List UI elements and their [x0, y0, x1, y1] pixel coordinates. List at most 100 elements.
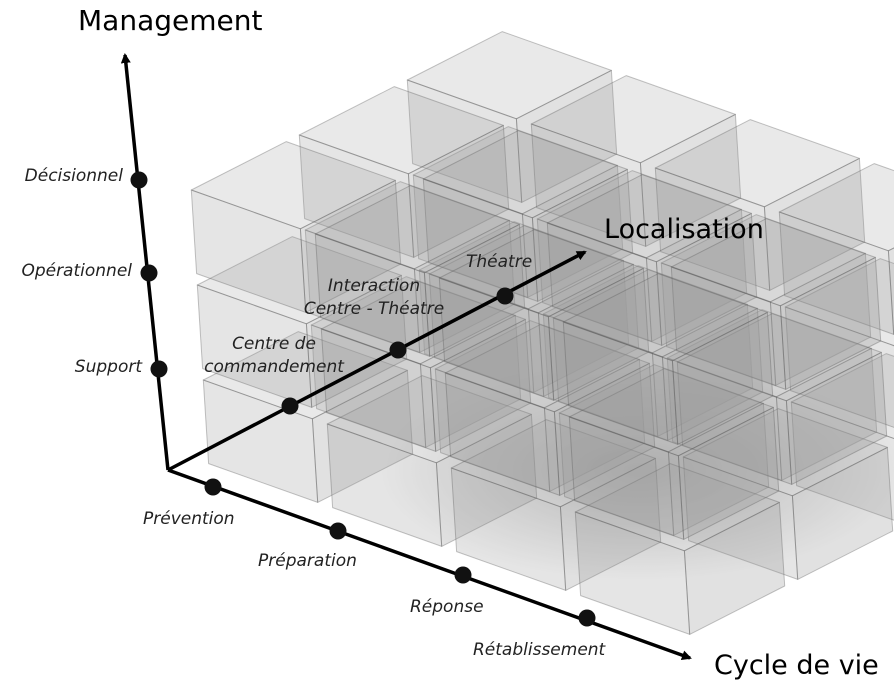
cube-block: [676, 313, 888, 485]
tick-retablissement: Rétablissement: [473, 640, 606, 660]
block-top-face: [542, 265, 748, 354]
block-front-face: [682, 456, 799, 580]
cube-block: [562, 273, 774, 445]
axis-markers: [130, 171, 596, 627]
block-top-face: [326, 375, 532, 464]
tick-theatre: Théatre: [466, 252, 533, 272]
tick-preparation: Préparation: [258, 551, 357, 571]
cube-block: [790, 353, 894, 521]
cube-block: [654, 119, 866, 291]
block-front-face: [530, 123, 647, 247]
block-front-face: [434, 368, 551, 492]
block-top-face: [660, 214, 866, 303]
tick-decisionnel: Décisionnel: [24, 166, 123, 186]
block-top-face: [314, 185, 520, 274]
block-front-face: [558, 412, 675, 536]
block-front-face: [438, 277, 555, 401]
block-front-face: [326, 423, 443, 547]
cube-block: [670, 218, 882, 390]
marker-centre-de-commandement: [281, 397, 299, 415]
block-front-face: [676, 361, 793, 485]
cube-block: [536, 170, 748, 342]
block-front-face: [574, 511, 691, 635]
block-side-face: [521, 164, 624, 298]
block-top-face: [406, 31, 612, 120]
block-top-face: [196, 236, 402, 325]
cube-block: [784, 258, 894, 428]
block-side-face: [407, 124, 510, 258]
block-top-face: [298, 86, 504, 175]
block-side-face: [429, 318, 532, 452]
block-side-face: [553, 362, 656, 496]
block-top-face: [412, 126, 618, 215]
block-top-face: [666, 309, 872, 398]
cube-block: [682, 408, 894, 580]
block-top-face: [778, 163, 894, 252]
block-top-face: [552, 269, 758, 358]
cube-shadow: [380, 360, 894, 580]
cube-block: [190, 141, 402, 313]
cube-block: [326, 375, 538, 547]
tick-interaction-line-2: Centre - Théatre: [303, 299, 445, 319]
block-top-face: [422, 130, 628, 219]
block-top-face: [202, 331, 408, 420]
block-side-face: [769, 252, 872, 386]
block-top-face: [530, 75, 736, 164]
marker-preparation: [329, 522, 347, 540]
block-top-face: [558, 364, 764, 453]
block-side-face: [791, 446, 894, 580]
management-axis-title: Management: [78, 4, 263, 37]
block-side-face: [677, 406, 780, 540]
block-side-face: [661, 307, 764, 441]
marker-operationnel: [140, 264, 158, 282]
tick-centre-de-commandement: Centre de commandement: [200, 333, 348, 379]
block-front-face: [320, 328, 437, 452]
tick-operationnel: Opérationnel: [21, 261, 132, 281]
block-top-face: [654, 119, 860, 208]
block-side-face: [305, 274, 408, 408]
marker-reponse: [454, 566, 472, 584]
block-top-face: [562, 273, 768, 362]
block-top-face: [790, 353, 894, 440]
block-front-face: [304, 229, 421, 353]
block-front-face: [660, 262, 777, 386]
marker-support: [150, 360, 168, 378]
block-side-face: [651, 303, 754, 437]
block-side-face: [311, 369, 414, 503]
cube-block: [298, 86, 510, 258]
cube-blocks: [190, 31, 894, 635]
tick-prevention: Prévention: [143, 509, 235, 529]
tick-interaction-centre-theatre: Interaction Centre - Théatre: [290, 275, 458, 321]
cube-block: [542, 265, 754, 437]
block-front-face: [654, 167, 771, 291]
block-top-face: [784, 258, 894, 347]
block-front-face: [568, 416, 685, 540]
block-top-face: [682, 408, 888, 497]
block-side-face: [413, 219, 516, 353]
block-side-face: [543, 358, 646, 492]
localisation-axis-line: [167, 250, 587, 472]
block-top-face: [304, 181, 510, 270]
block-side-face: [779, 256, 882, 390]
block-top-face: [418, 221, 624, 310]
block-top-face: [434, 320, 640, 409]
block-front-face: [536, 218, 653, 342]
block-side-face: [655, 212, 758, 346]
cube-block: [546, 174, 758, 346]
management-axis-line: [120, 53, 170, 471]
block-top-face: [568, 368, 774, 457]
marker-prevention: [204, 478, 222, 496]
block-side-face: [537, 263, 640, 397]
block-front-face: [190, 189, 307, 313]
cube-block: [434, 320, 646, 492]
cube-block: [530, 75, 742, 247]
block-front-face: [298, 134, 415, 258]
block-front-face: [670, 266, 787, 390]
block-top-face: [450, 419, 656, 508]
block-front-face: [790, 401, 894, 521]
cube-block: [320, 280, 532, 452]
block-front-face: [412, 174, 529, 298]
localisation-axis-title: Localisation: [604, 214, 764, 245]
